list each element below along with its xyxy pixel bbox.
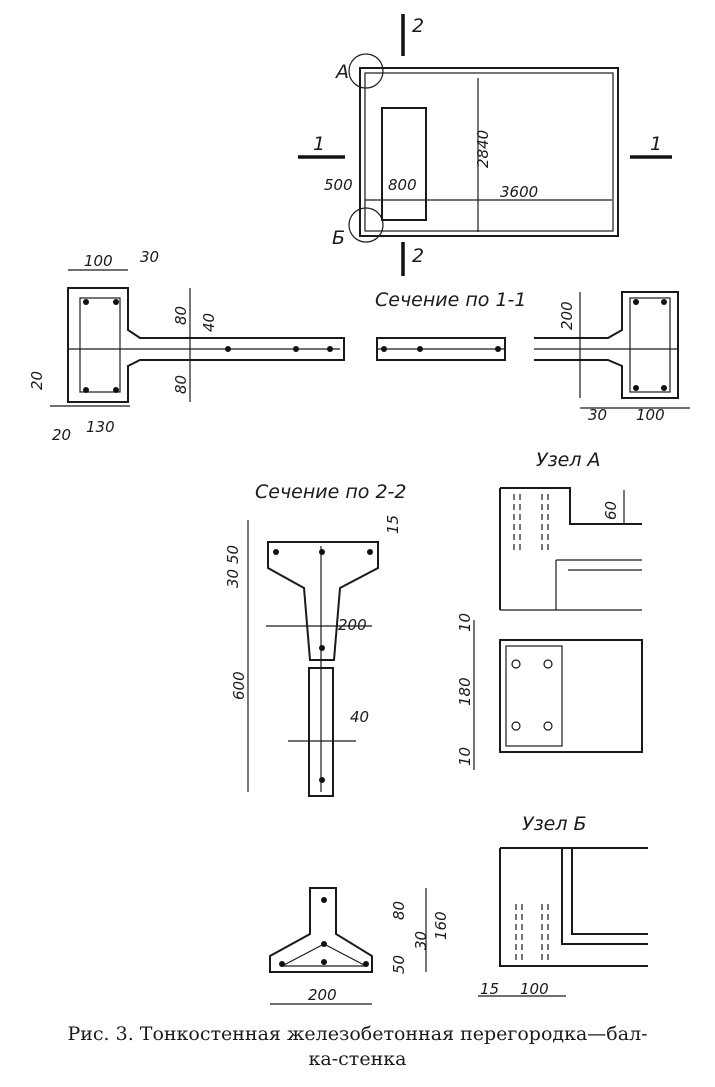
cut-2-bottom-label: 2 — [412, 245, 424, 267]
panel-outline — [359, 67, 619, 237]
dim-180: 180 — [456, 677, 474, 706]
rebar-dot — [543, 659, 553, 669]
rebar-dot — [319, 645, 325, 651]
dim-80-bottom: 80 — [172, 375, 190, 394]
right-rebar-cage — [629, 297, 671, 393]
cut-1-left-label: 1 — [313, 133, 325, 155]
rebar-dot — [511, 721, 521, 731]
rebar-dot — [83, 387, 89, 393]
dim-200: 200 — [338, 616, 367, 634]
dim-600: 600 — [230, 671, 248, 700]
base-profile — [269, 887, 373, 973]
dim-50: 50 — [224, 545, 242, 564]
rebar-dot — [381, 346, 387, 352]
dim-160: 160 — [432, 911, 450, 940]
rebar-dot — [113, 387, 119, 393]
node-b-detail: Узел Б 15 100 — [478, 813, 648, 998]
dim-30-right: 30 — [588, 406, 607, 424]
rebar-dot — [495, 346, 501, 352]
dim-30: 30 — [412, 931, 430, 950]
section-1-1-left-profile — [67, 287, 345, 403]
rebar-dot — [321, 941, 327, 947]
dim-20-horizontal: 20 — [52, 426, 71, 444]
cut-2-top-label: 2 — [412, 15, 424, 37]
rebar-dot — [363, 961, 369, 967]
rebar-dot — [321, 897, 327, 903]
dim-line — [555, 559, 642, 610]
dim-15: 15 — [480, 980, 499, 998]
dim-80: 80 — [390, 901, 408, 920]
dim-60: 60 — [602, 501, 620, 520]
node-a-title: Узел А — [536, 449, 601, 471]
rebar-dot — [279, 961, 285, 967]
panel-inner-frame — [364, 72, 614, 232]
rebar-dot — [633, 299, 639, 305]
base-section: 80 30 50 160 200 — [269, 887, 450, 1005]
section-1-1-title: Сечение по 1-1 — [375, 289, 527, 311]
rebar-dot — [633, 385, 639, 391]
node-a-lower-panel — [499, 639, 643, 753]
section-2-2: Сечение по 2-2 30 50 15 200 600 40 — [224, 481, 407, 797]
dim-80-top: 80 — [172, 306, 190, 325]
node-b-marker — [348, 207, 384, 243]
node-a-detail: Узел А 60 10 180 10 — [456, 449, 643, 770]
rebar-dot — [661, 385, 667, 391]
figure-caption: Рис. 3. Тонкостенная железобетонная пере… — [0, 1022, 715, 1072]
opening-dim: 800 — [388, 176, 417, 194]
dim-40: 40 — [200, 313, 218, 332]
dim-100: 100 — [84, 252, 113, 270]
caption-line-1: Рис. 3. Тонкостенная железобетонная пере… — [67, 1023, 648, 1045]
height-dim: 2840 — [474, 130, 492, 168]
dim-10-top: 10 — [456, 613, 474, 632]
rebar-dot — [543, 721, 553, 731]
node-b-label: Б — [332, 227, 345, 249]
dim-100: 100 — [520, 980, 549, 998]
dim-line — [505, 645, 563, 747]
node-a-marker — [348, 53, 384, 89]
length-dim: 3600 — [500, 183, 538, 201]
section-2-2-top-profile — [267, 541, 379, 661]
dim-200: 200 — [308, 986, 337, 1004]
rebar-dot — [225, 346, 231, 352]
dim-line — [499, 847, 648, 967]
rebar-dot — [327, 346, 333, 352]
dim-130: 130 — [86, 418, 115, 436]
dim-15: 15 — [384, 515, 402, 534]
rebar-dot — [319, 777, 325, 783]
section-1-1-right-profile — [534, 291, 679, 399]
rebar-dot — [293, 346, 299, 352]
caption-line-2: ка-стенка — [308, 1048, 407, 1070]
rebar-dot — [417, 346, 423, 352]
section-1-1: Сечение по 1-1 100 30 80 40 80 20 20 130 — [28, 248, 690, 444]
dim-30: 30 — [224, 569, 242, 588]
dim-20-vertical: 20 — [28, 371, 46, 390]
left-rebar-cage — [79, 297, 121, 393]
dim-100-right: 100 — [636, 406, 665, 424]
plan-view: 2 2 1 1 А Б 2840 3600 800 500 — [298, 14, 672, 276]
dim-line — [281, 943, 367, 967]
rebar-dot — [367, 549, 373, 555]
rebar-dot — [511, 659, 521, 669]
dim-30: 30 — [140, 248, 159, 266]
door-opening — [381, 107, 427, 221]
dim-50: 50 — [390, 955, 408, 974]
dim-40: 40 — [350, 708, 369, 726]
cut-1-right-label: 1 — [650, 133, 662, 155]
rebar-dot — [113, 299, 119, 305]
dim-line — [500, 487, 642, 525]
section-2-2-title: Сечение по 2-2 — [255, 481, 407, 503]
offset-dim: 500 — [324, 176, 353, 194]
rebar-dot — [321, 959, 327, 965]
dim-200: 200 — [558, 301, 576, 330]
dim-10-bottom: 10 — [456, 747, 474, 766]
node-b-title: Узел Б — [522, 813, 587, 835]
node-a-label: А — [334, 61, 349, 83]
rebar-dot — [83, 299, 89, 305]
rebar-dot — [273, 549, 279, 555]
rebar-dot — [661, 299, 667, 305]
rebar-dot — [319, 549, 325, 555]
